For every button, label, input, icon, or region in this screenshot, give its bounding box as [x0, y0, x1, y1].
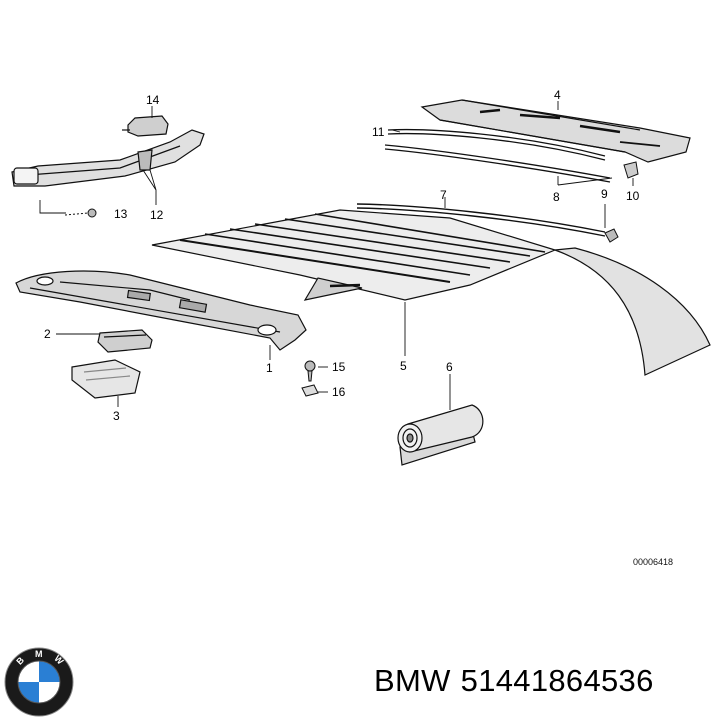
part-9-clip — [604, 228, 619, 243]
callout-16: 16 — [332, 385, 346, 399]
part-13-screw — [64, 208, 97, 218]
part-5-headliner — [151, 209, 711, 376]
part-8-trim-strip — [384, 144, 611, 183]
callouts: 14 4 11 8 9 10 7 12 13 2 1 5 6 15 16 3 — [44, 88, 640, 423]
callout-12: 12 — [150, 208, 164, 222]
callout-7: 7 — [440, 188, 447, 202]
part-10-clip — [623, 161, 639, 179]
part-3-lens — [71, 359, 141, 399]
part-4-roof-trim — [420, 99, 691, 163]
part-caption: BMW 51441864536 — [374, 663, 654, 699]
part-11-seal-strip — [387, 128, 606, 161]
svg-text:M: M — [35, 649, 43, 659]
callout-14: 14 — [146, 93, 160, 107]
part-7-rod — [356, 203, 606, 237]
leader-lines — [39, 101, 634, 410]
part-16-clip-nut — [301, 384, 319, 397]
callout-1: 1 — [266, 361, 273, 375]
part-12-grab-handle — [11, 129, 205, 187]
caption-part-number: 51441864536 — [460, 663, 654, 698]
part-15-screw — [304, 360, 316, 382]
part-1-front-panel — [15, 270, 307, 351]
callout-4: 4 — [554, 88, 561, 102]
callout-3: 3 — [113, 409, 120, 423]
part-6-insulation-roll — [397, 404, 484, 466]
callout-6: 6 — [446, 360, 453, 374]
part-14-cap — [122, 115, 169, 137]
part-2-lamp-housing — [97, 329, 153, 353]
callout-2: 2 — [44, 327, 51, 341]
callout-11: 11 — [372, 125, 385, 139]
callout-10: 10 — [626, 189, 640, 203]
document-code: 00006418 — [633, 557, 674, 567]
bmw-logo: B M W — [4, 647, 74, 717]
callout-15: 15 — [332, 360, 346, 374]
callout-13: 13 — [114, 207, 128, 221]
callout-8: 8 — [553, 190, 560, 204]
caption-brand: BMW — [374, 663, 451, 698]
callout-9: 9 — [601, 187, 608, 201]
callout-5: 5 — [400, 359, 407, 373]
